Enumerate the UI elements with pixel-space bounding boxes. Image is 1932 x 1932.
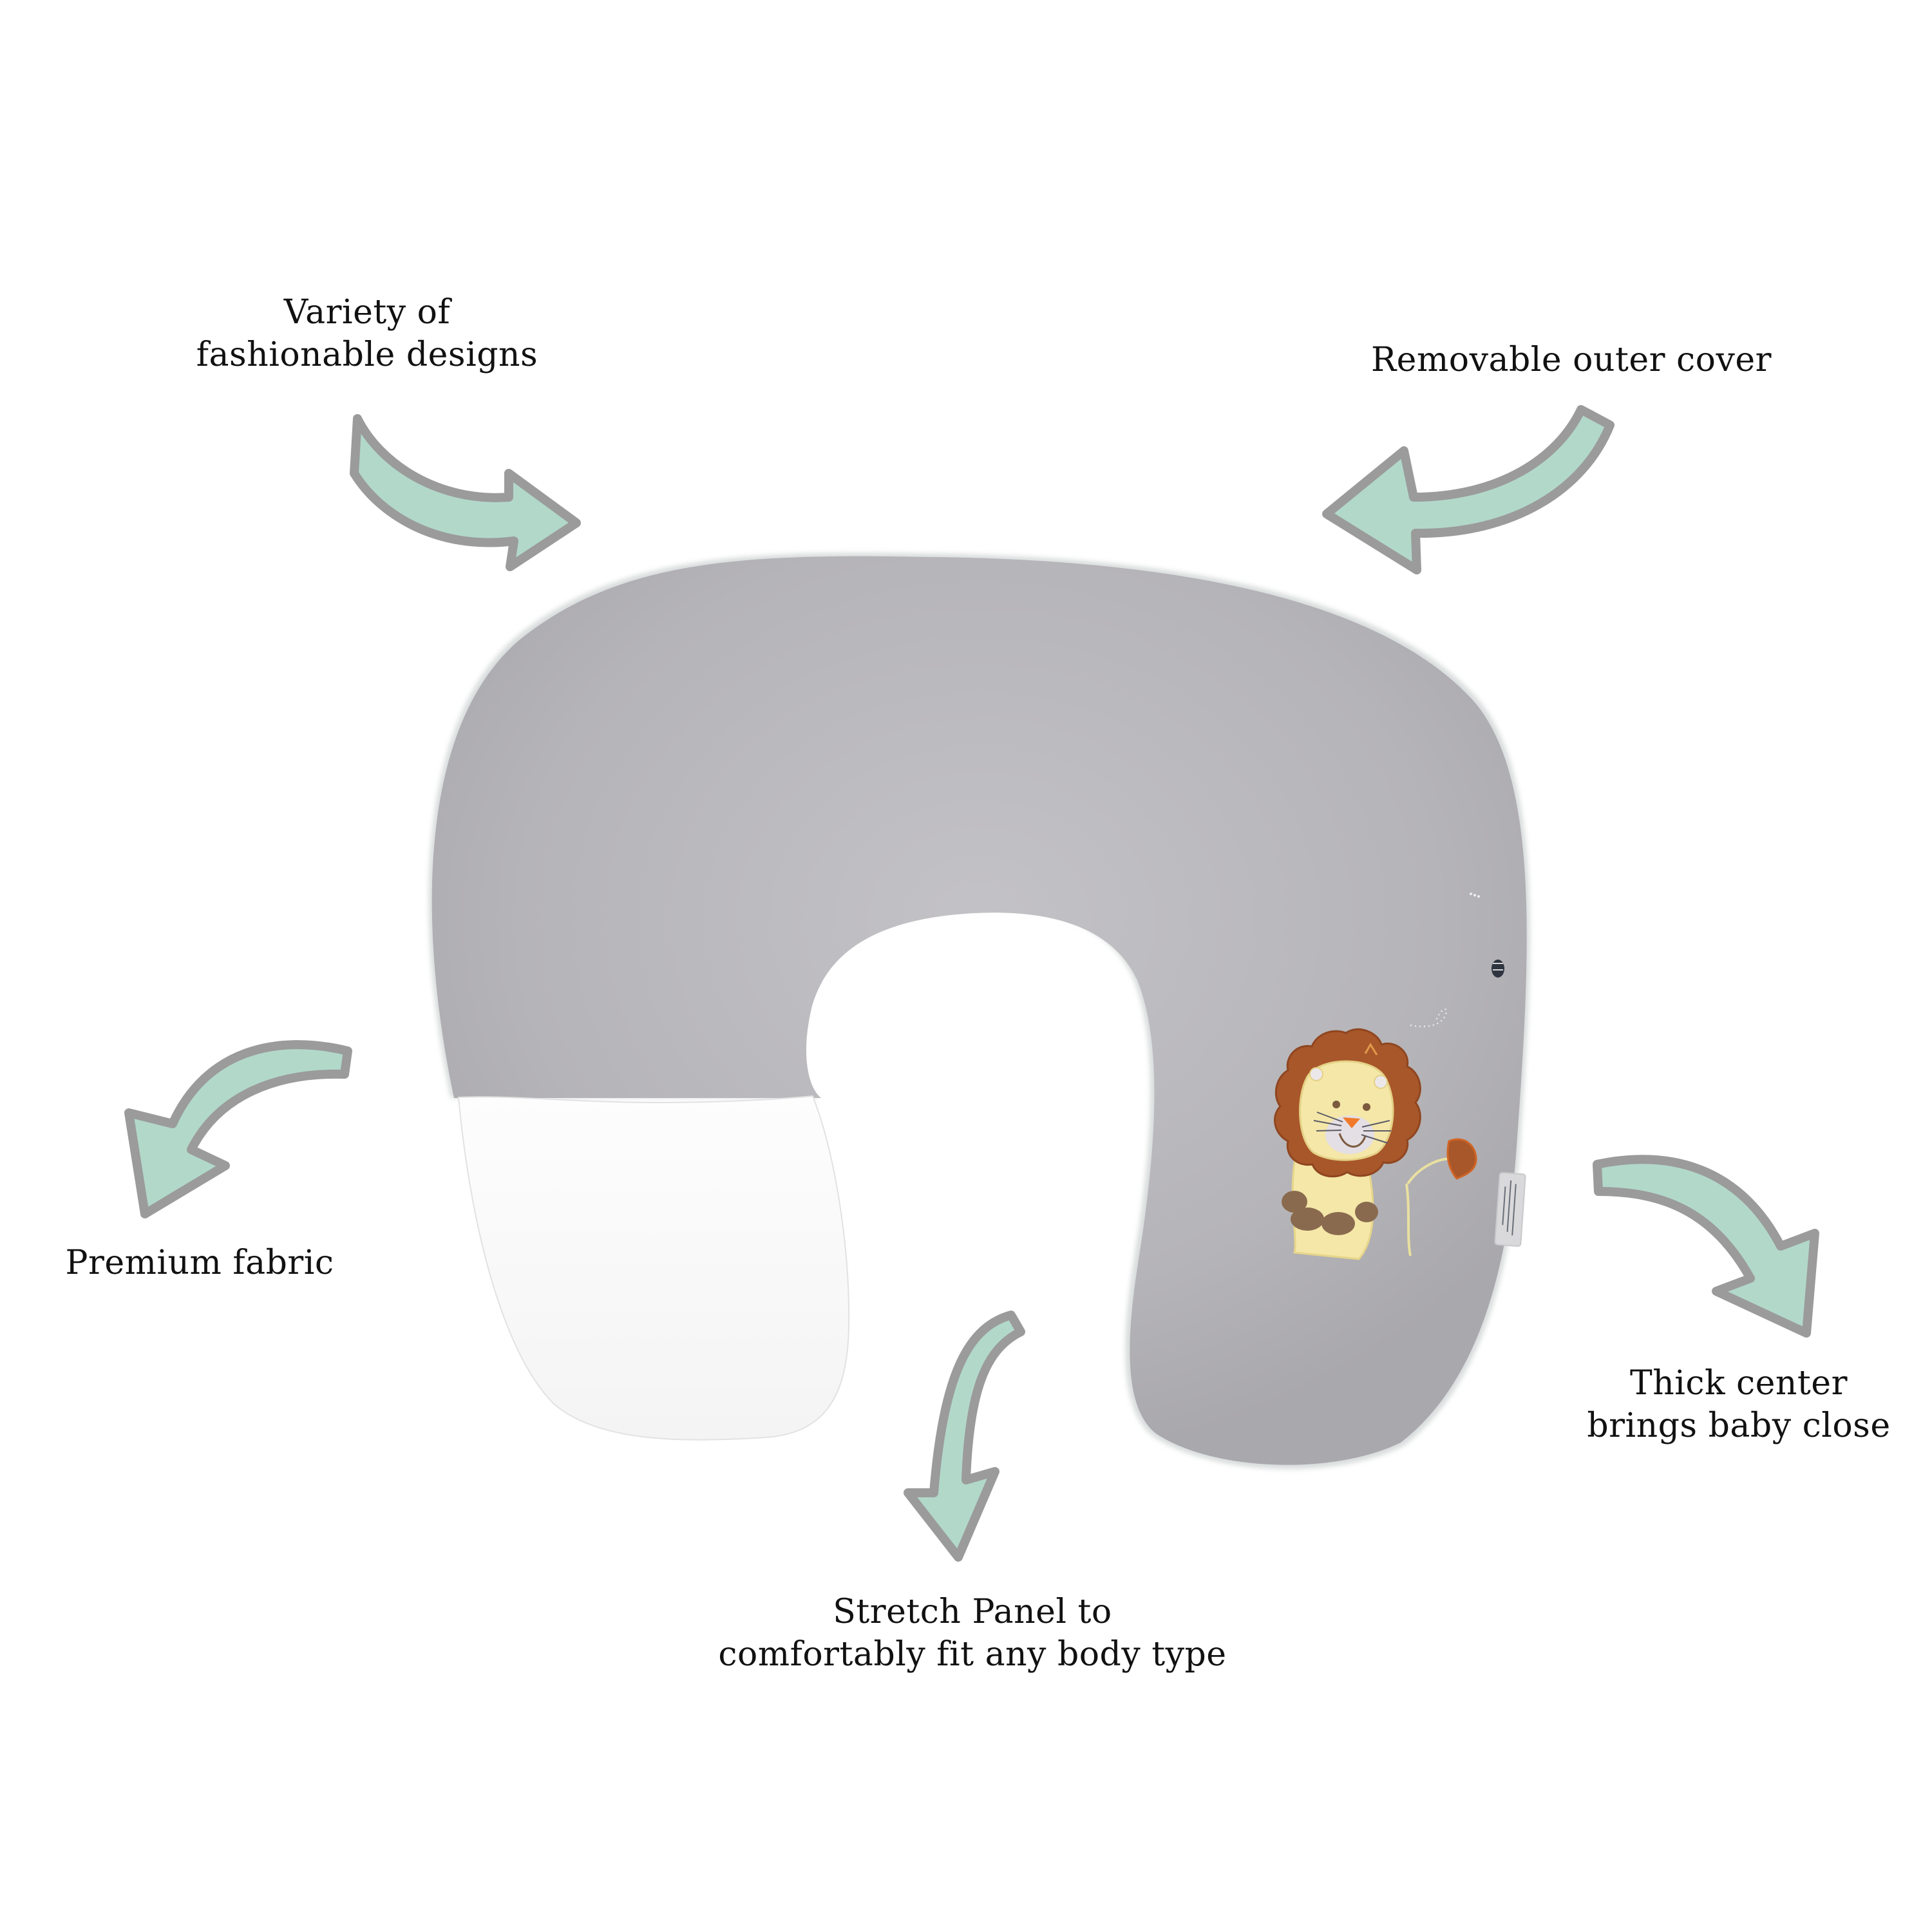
- callout-cover-line-1: Removable outer cover: [1371, 341, 1772, 379]
- lion-icon: [1274, 1028, 1477, 1260]
- arrow-curve-down-right: [1593, 1155, 1819, 1338]
- stretch-panel: [457, 1095, 850, 1441]
- callout-designs-line-1: Variety of: [283, 293, 451, 332]
- callout-fabric: Premium fabric: [58, 1242, 341, 1284]
- callout-center-line-2: brings baby close: [1587, 1406, 1891, 1445]
- callout-cover: Removable outer cover: [1359, 339, 1784, 381]
- callout-center-line-1: Thick center: [1630, 1364, 1848, 1403]
- arrow-down: [904, 1311, 1025, 1562]
- nursing-pillow: [428, 553, 1530, 1470]
- callout-stretch-line-1: Stretch Panel to: [833, 1593, 1112, 1631]
- arrow-down-right: [350, 414, 581, 571]
- callout-stretch-line-2: comfortably fit any body type: [718, 1635, 1227, 1674]
- care-label: [1494, 1172, 1526, 1247]
- callout-fabric-line-1: Premium fabric: [65, 1244, 334, 1282]
- pillow-plush-cover: [431, 556, 1527, 1465]
- callout-designs: Variety of fashionable designs: [187, 291, 547, 376]
- arrow-down-left: [1322, 405, 1615, 574]
- arrow-curve-down-left: [124, 1040, 352, 1218]
- stitched-trail: [1410, 1008, 1448, 1028]
- callout-designs-line-2: fashionable designs: [196, 336, 538, 374]
- callout-stretch: Stretch Panel to comfortably fit any bod…: [708, 1591, 1236, 1676]
- bee-icon: [1470, 893, 1504, 978]
- callout-center: Thick center brings baby close: [1578, 1362, 1900, 1447]
